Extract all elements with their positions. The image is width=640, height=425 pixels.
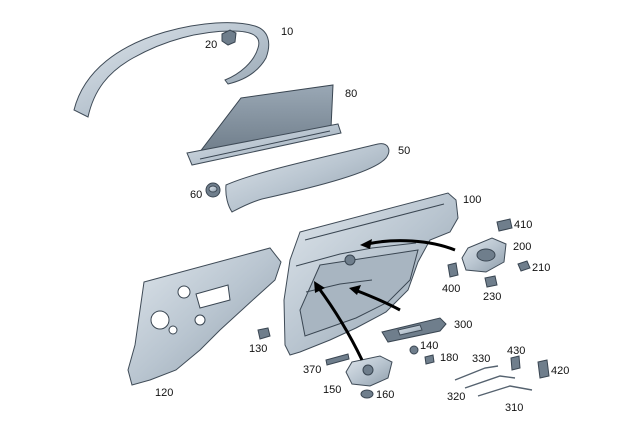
assembly-arrows [314, 239, 456, 361]
part-150-handle-bracket [345, 355, 393, 387]
callout-150: 150 [323, 384, 342, 396]
part-50-armrest [225, 143, 390, 213]
part-430-connector [510, 355, 521, 371]
part-120-insulation [127, 247, 282, 386]
callout-60: 60 [190, 189, 203, 201]
callout-210: 210 [532, 262, 551, 274]
part-210-clip [517, 260, 531, 272]
part-60-plug [205, 182, 221, 198]
callout-320: 320 [447, 391, 466, 403]
part-10-frame-trim [73, 22, 270, 118]
callout-420: 420 [551, 365, 570, 377]
callout-80: 80 [345, 88, 358, 100]
callout-180: 180 [440, 352, 459, 364]
part-400-plug [447, 262, 459, 278]
callout-300: 300 [454, 319, 473, 331]
callout-200: 200 [513, 241, 532, 253]
part-180-screw [424, 354, 435, 365]
part-300-switch-panel [381, 317, 447, 343]
part-320-cable [464, 375, 516, 389]
part-410-bracket [496, 218, 513, 232]
part-200-handle-housing [461, 237, 507, 273]
callout-230: 230 [483, 291, 502, 303]
part-160-cap [360, 389, 374, 399]
part-130-clip [257, 327, 271, 340]
part-140-clip [409, 345, 419, 355]
callout-20: 20 [205, 39, 218, 51]
callout-310: 310 [505, 402, 524, 414]
part-370-strip [325, 353, 350, 366]
callout-430: 430 [507, 345, 526, 357]
callout-10: 10 [281, 26, 294, 38]
callout-130: 130 [249, 343, 268, 355]
callout-120: 120 [155, 387, 174, 399]
callout-370: 370 [303, 364, 322, 376]
callout-410: 410 [514, 219, 533, 231]
part-310-cable [477, 385, 533, 397]
part-80-sunblind [186, 84, 342, 166]
callout-330: 330 [472, 353, 491, 365]
part-420-connector [537, 359, 550, 379]
arrow-to-handle-housing [366, 239, 456, 252]
callout-160: 160 [376, 389, 395, 401]
callout-50: 50 [398, 145, 411, 157]
part-230-cap [484, 275, 498, 288]
callout-100: 100 [463, 194, 482, 206]
callout-140: 140 [420, 340, 439, 352]
part-20-clip [221, 29, 237, 46]
callout-400: 400 [442, 283, 461, 295]
part-330-cable [454, 365, 499, 381]
arrow-to-inner-handle [316, 286, 364, 361]
